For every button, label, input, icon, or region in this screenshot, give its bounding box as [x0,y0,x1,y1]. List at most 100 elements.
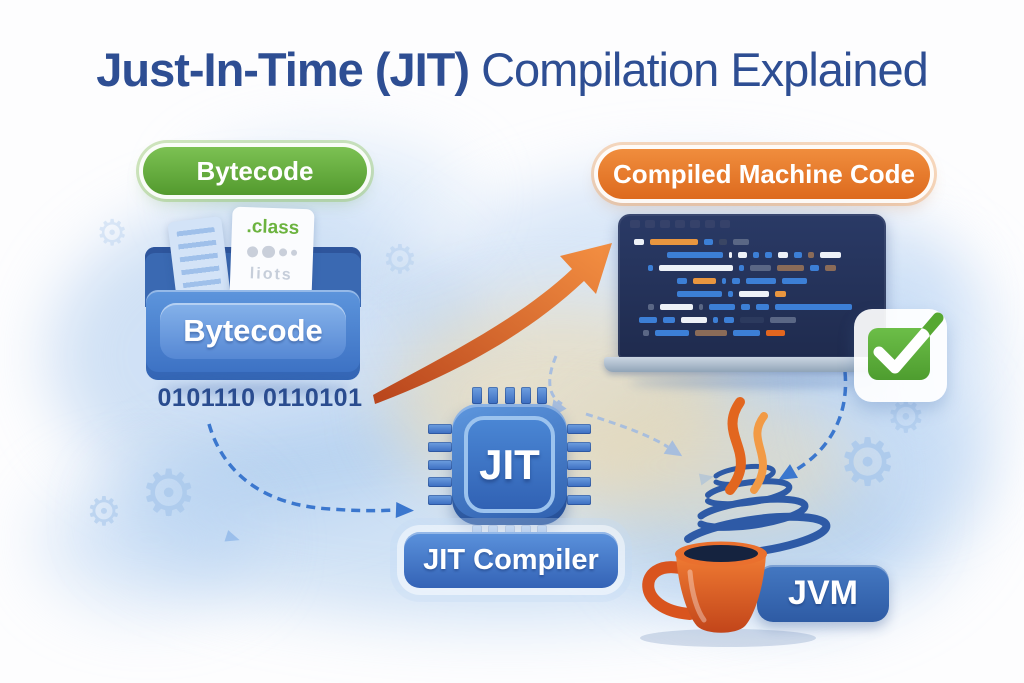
chip-pin [567,424,591,434]
chip-pins-left [428,424,452,505]
chip-pin [520,387,531,404]
chip-pin [567,441,591,452]
folder-shadow [160,383,350,396]
cup-handle [642,561,696,620]
cup-shadow [640,629,816,647]
code-bar [738,252,747,258]
code-bar [746,278,776,284]
code-lines [618,232,886,336]
gear-icon: ⚙ [96,213,129,254]
code-bar [741,304,750,310]
code-bar [660,304,693,310]
chip-pin [428,459,452,470]
code-bar [732,278,740,284]
bytecode-to-jit-arrow [207,423,397,513]
jit-chip-icon: JIT [428,387,591,542]
code-bar [728,291,733,297]
class-file-icon: .class liots [229,206,315,302]
titlebar-square [720,220,730,228]
gear-icon: ⚙ [382,237,418,283]
chip-label: JIT [479,440,540,488]
code-bar [722,278,726,284]
code-bar [650,239,698,245]
code-bar [655,330,689,336]
chip-pin [567,477,591,488]
code-bar [770,317,796,323]
code-bar [681,317,707,323]
chip-pins-right [567,424,591,505]
folder-front: Bytecode [146,290,360,380]
chip-pin [428,441,452,452]
machine-code-badge: Compiled Machine Code [598,149,930,199]
cup-interior [684,545,758,562]
machine-code-to-jit-arrow [548,355,563,406]
chip-pin [488,387,499,404]
code-bar [634,239,644,245]
gear-icon: ⚙ [886,392,926,443]
code-bar [699,304,703,310]
titlebar-square [645,220,655,228]
gear-icon: ⚙ [86,489,122,535]
chip-plate: JIT [464,416,555,513]
chip-pin [472,387,482,404]
jit-to-jvm-arrow [585,412,669,449]
arrowhead-icon [778,464,798,480]
code-bar [739,291,769,297]
code-bar [713,317,718,323]
code-bar [808,252,814,258]
laptop-base [604,357,898,372]
code-bar [825,265,836,271]
gear-icon: ⚙ [838,424,898,501]
cup-highlight [687,569,707,623]
class-file-subtext: liots [249,265,294,284]
code-bar [810,265,819,271]
laptop-titlebar [618,214,886,232]
title-light: Compilation Explained [469,43,929,96]
chip-pin [567,495,591,505]
chip-pins-top [472,387,547,404]
code-bar [739,265,744,271]
code-bar [667,252,723,258]
check-icon [868,312,944,380]
code-bar [659,265,733,271]
chip-pin [428,424,452,434]
laptop-shadow [630,377,880,388]
cup-body [676,554,766,633]
titlebar-square [675,220,685,228]
binary-text: 0101110 0110101 [157,384,363,412]
watercolor-blob [40,470,260,610]
arrowhead-icon [395,502,414,518]
code-bar [740,317,764,323]
code-bar [729,252,732,258]
folder-label: Bytecode [160,303,346,359]
code-bar [750,265,771,271]
code-bar [775,291,786,297]
code-bar [663,317,675,323]
code-bar [756,304,769,310]
code-bar [765,252,772,258]
code-bar [782,278,807,284]
code-bar [677,278,687,284]
jvm-badge: JVM [757,565,889,622]
titlebar-square [630,220,640,228]
chip-pin [537,387,547,404]
bytecode-badge: Bytecode [143,147,367,195]
code-bar [794,252,802,258]
code-bar [766,330,785,336]
steam-icon [725,397,768,495]
code-bar [733,239,749,245]
chip-pin [504,387,515,404]
titlebar-square [690,220,700,228]
code-bar [753,252,759,258]
code-line [618,330,886,336]
jit-compiler-badge: JIT Compiler [404,532,618,588]
gear-icon: ⚙ [140,457,198,531]
chip-pin [567,459,591,470]
titlebar-square [660,220,670,228]
dots-decoration [231,245,313,260]
code-bar [648,265,653,271]
code-line [618,278,886,284]
code-line [618,252,886,258]
code-bar [778,252,788,258]
check-badge [854,309,947,402]
